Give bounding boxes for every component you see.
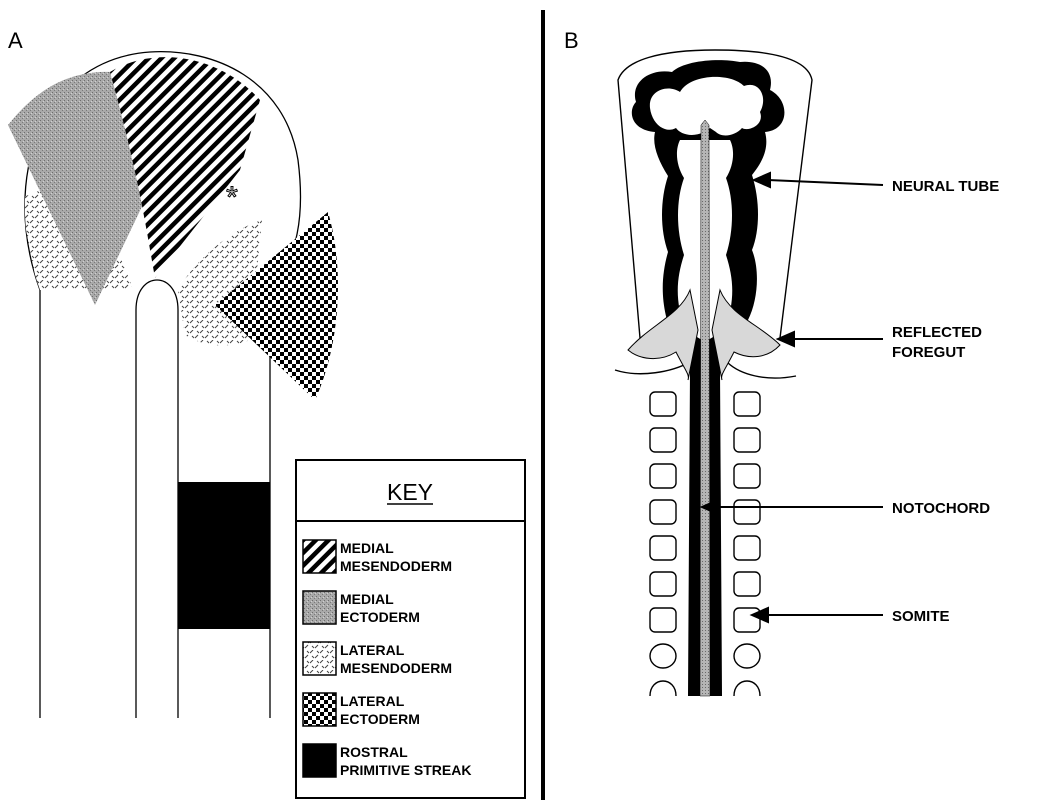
somite-right-3 (734, 464, 760, 488)
label-reflected: REFLECTED (892, 324, 982, 341)
key-swatch-zigzag (303, 642, 336, 675)
label-somite: SOMITE (892, 608, 950, 625)
panel-divider (541, 10, 545, 800)
somite-right-1 (734, 392, 760, 416)
somite-left-7 (650, 608, 676, 632)
key-swatch-gray-stipple (303, 591, 336, 624)
key-item-label-line2: ECTODERM (340, 711, 420, 727)
rostral-primitive-streak (178, 482, 270, 629)
label-neural-tube: NEURAL TUBE (892, 178, 999, 195)
key-item-label-line2: ECTODERM (340, 609, 420, 625)
panel-a-letter: A (8, 28, 23, 53)
somite-partial-left (650, 681, 676, 696)
key-item-label-line1: ROSTRAL (340, 744, 408, 760)
somite-right-8 (734, 644, 760, 668)
somite-right-2 (734, 428, 760, 452)
key-swatch-solid-black (303, 744, 336, 777)
somite-right-7 (734, 608, 760, 632)
key-swatch-diagonal-stripes (303, 540, 336, 573)
key-item-label-line1: MEDIAL (340, 591, 394, 607)
asterisk-marker: * (226, 181, 238, 214)
key-item-label-line2: PRIMITIVE STREAK (340, 762, 471, 778)
somite-left-1 (650, 392, 676, 416)
somite-left-5 (650, 536, 676, 560)
somite-partial-right (734, 681, 760, 696)
reflected-foregut-left (628, 290, 698, 380)
key-item-label-line2: MESENDODERM (340, 558, 452, 574)
somite-right-5 (734, 536, 760, 560)
label-foregut: FOREGUT (892, 344, 965, 361)
somite-left-3 (650, 464, 676, 488)
notochord (700, 120, 710, 696)
key-item-label-line1: LATERAL (340, 693, 405, 709)
somite-left-4 (650, 500, 676, 524)
somite-left-2 (650, 428, 676, 452)
key-item-label-line1: LATERAL (340, 642, 405, 658)
somite-right-4 (734, 500, 760, 524)
somite-right-6 (734, 572, 760, 596)
somite-left-8 (650, 644, 676, 668)
key-item-label-line1: MEDIAL (340, 540, 394, 556)
key-swatch-checkerboard (303, 693, 336, 726)
somite-left-6 (650, 572, 676, 596)
key-item-label-line2: MESENDODERM (340, 660, 452, 676)
key-title: KEY (387, 479, 433, 505)
panel-b-letter: B (564, 28, 579, 53)
label-notochord: NOTOCHORD (892, 500, 990, 517)
